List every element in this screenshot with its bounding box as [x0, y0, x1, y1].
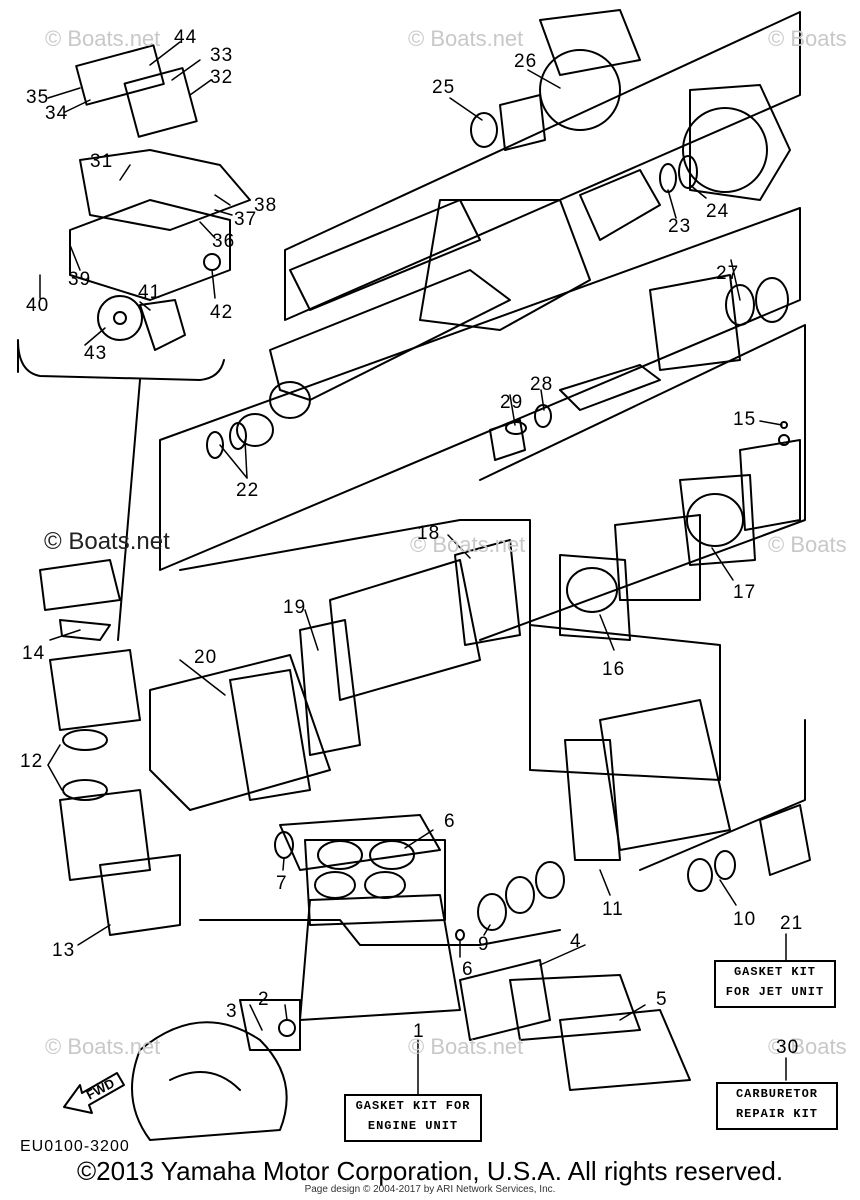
kit-label-line: FOR JET UNIT [725, 985, 825, 999]
watermark: © Boats.net [44, 528, 170, 555]
engine-panel-frame [529, 624, 721, 781]
callout-label: 16 [602, 659, 626, 680]
callout-label: 42 [210, 302, 234, 323]
callout-label: 31 [90, 151, 114, 172]
callout-label: 26 [514, 51, 538, 72]
kit-label-line: GASKET KIT [733, 965, 816, 979]
jet-panel-frame-2 [159, 207, 801, 571]
callout-label: 13 [52, 940, 76, 961]
callout-label: 10 [733, 909, 757, 930]
jet-panel-frame-3 [479, 324, 806, 641]
carb-leader-line [117, 379, 141, 641]
flywheel-cover [131, 999, 301, 1141]
callout-label: 9 [478, 934, 490, 955]
callout-leaders [39, 41, 787, 1096]
engine-parts [39, 439, 811, 1091]
callout-label: 1 [413, 1021, 425, 1042]
callout-label: 7 [276, 873, 288, 894]
callout-label: 40 [26, 295, 50, 316]
watermark: © Boats [768, 1034, 847, 1059]
kit-label-line: REPAIR KIT [735, 1107, 818, 1121]
callout-label: 3 [226, 1001, 238, 1022]
gasket-kit-jet-box: GASKET KIT FOR JET UNIT [714, 960, 836, 1008]
callout-label: 44 [174, 27, 198, 48]
watermark: © Boats.net [408, 1034, 524, 1059]
callout-label: 41 [138, 282, 162, 303]
carburetor-repair-kit-box: CARBURETOR REPAIR KIT [716, 1082, 838, 1130]
watermark: © Boats.net [408, 26, 524, 51]
callout-label: 15 [733, 409, 757, 430]
watermark: © Boats [768, 532, 847, 557]
forward-arrow-icon: FWD [63, 1072, 125, 1114]
watermark: © Boats.net [45, 1034, 161, 1059]
engine-right-frame [639, 719, 806, 871]
callout-label: 39 [68, 269, 92, 290]
callout-label: 22 [236, 480, 260, 501]
callout-label: 12 [20, 751, 44, 772]
callout-label: 34 [45, 103, 69, 124]
page-credit: Page design © 2004-2017 by ARI Network S… [304, 1184, 556, 1195]
callout-label: 27 [716, 263, 740, 284]
callout-label: 29 [500, 392, 524, 413]
callout-label: 33 [210, 45, 234, 66]
callout-label: 20 [194, 647, 218, 668]
callout-label: 14 [22, 643, 46, 664]
kit-label-line: GASKET KIT FOR [355, 1099, 471, 1113]
kit-label-line: ENGINE UNIT [367, 1119, 459, 1133]
callout-label: 17 [733, 582, 757, 603]
callout-label: 37 [234, 209, 258, 230]
copyright-notice: ©2013 Yamaha Motor Corporation, U.S.A. A… [76, 1156, 784, 1186]
callout-label: 6 [444, 811, 456, 832]
callout-label: 28 [530, 374, 554, 395]
carb-inset-frame [17, 339, 225, 381]
jet-panel-frame [284, 11, 801, 321]
callout-label: 2 [258, 989, 270, 1010]
callout-label: 21 [780, 913, 804, 934]
diagram-code: EU0100-3200 [20, 1138, 130, 1155]
callout-label: 25 [432, 77, 456, 98]
callout-label: 5 [656, 989, 668, 1010]
watermark: © Boats.net [45, 26, 161, 51]
callout-label: 30 [776, 1037, 800, 1058]
leader-18 [179, 519, 531, 641]
callout-label: 24 [706, 201, 730, 222]
callout-label: 43 [84, 343, 108, 364]
gasket-kit-engine-box: GASKET KIT FOR ENGINE UNIT [344, 1094, 482, 1142]
callout-label: 6 [462, 959, 474, 980]
callout-label: 11 [602, 899, 624, 920]
callout-label: 36 [212, 231, 236, 252]
callout-label: 38 [254, 195, 278, 216]
callout-label: 23 [668, 216, 692, 237]
jet-unit-parts [206, 9, 791, 461]
callout-label: 18 [417, 523, 441, 544]
kit-label-line: CARBURETOR [735, 1087, 818, 1101]
callout-label: 32 [210, 67, 234, 88]
leader-center [199, 919, 561, 946]
watermark: © Boats [768, 26, 847, 51]
callout-label: 19 [283, 597, 307, 618]
callout-label: 4 [570, 931, 582, 952]
callout-label: 35 [26, 87, 50, 108]
watermark: © Boats.net [410, 532, 526, 557]
